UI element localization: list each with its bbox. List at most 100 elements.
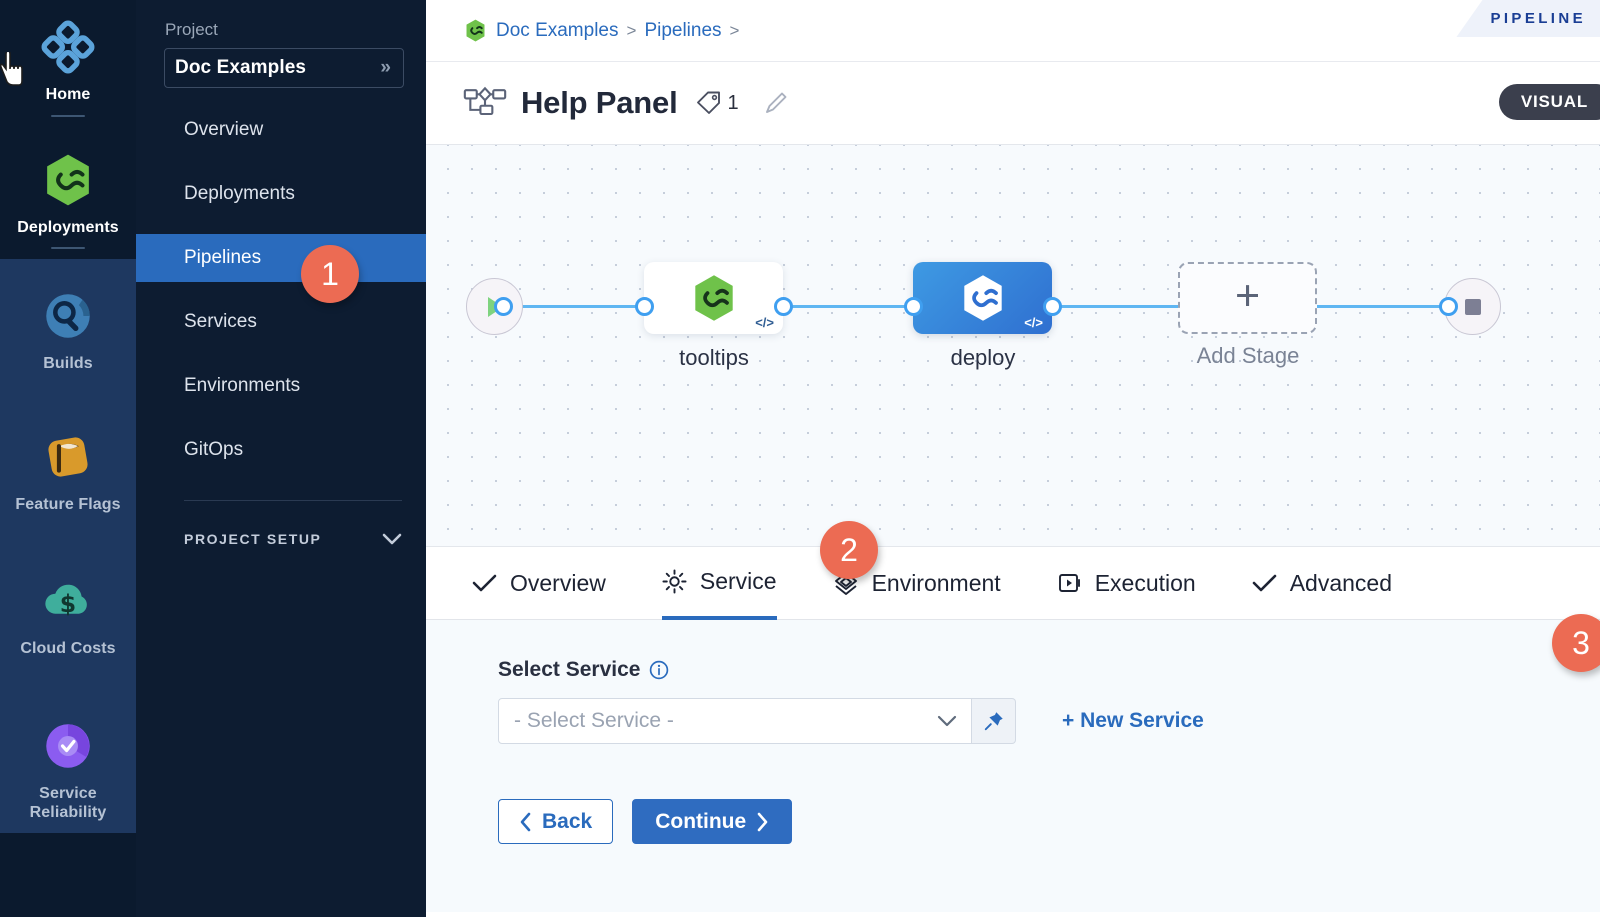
stage-node-deploy[interactable]: </> — [913, 262, 1052, 334]
module-rail: Home Deployments Builds — [0, 0, 136, 917]
project-name: Doc Examples — [175, 57, 307, 78]
pin-variable-button[interactable] — [972, 698, 1016, 744]
port-start-out[interactable] — [494, 297, 513, 316]
project-setup-label: PROJECT SETUP — [184, 531, 322, 547]
main-content: Doc Examples > Pipelines > PIPELINE Help… — [426, 0, 1600, 917]
page-title: Help Panel — [521, 85, 678, 120]
rail-item-label: Feature Flags — [15, 495, 121, 513]
service-reliability-icon — [46, 723, 90, 768]
tab-label: Advanced — [1289, 569, 1393, 596]
sidebar-item-label: Environments — [184, 375, 301, 396]
breadcrumb-link-pipelines[interactable]: Pipelines — [644, 19, 722, 41]
service-select-input[interactable]: - Select Service - — [498, 698, 972, 744]
continue-button[interactable]: Continue — [632, 799, 793, 844]
chevron-left-icon — [520, 812, 531, 831]
callout-badge-2: 2 — [820, 521, 878, 579]
sidebar-item-label: GitOps — [184, 439, 244, 460]
harness-white-hex-icon — [963, 275, 1002, 321]
breadcrumb-separator: > — [626, 20, 637, 40]
rail-item-deployments[interactable]: Deployments — [0, 126, 136, 260]
stage-node-tooltips[interactable]: </> — [644, 262, 783, 334]
tab-advanced[interactable]: Advanced — [1252, 547, 1392, 620]
home-grid-icon — [41, 20, 95, 74]
project-setup-section[interactable]: PROJECT SETUP — [136, 531, 426, 547]
continue-button-label: Continue — [655, 809, 747, 833]
back-button-label: Back — [542, 809, 593, 833]
tab-overview[interactable]: Overview — [472, 547, 606, 620]
sidebar-item-deployments[interactable]: Deployments — [136, 170, 426, 218]
breadcrumb-separator: > — [729, 20, 740, 40]
new-service-link[interactable]: + New Service — [1062, 709, 1204, 732]
stage-code-tag: </> — [755, 315, 774, 330]
tab-label: Service — [699, 567, 777, 594]
gear-icon — [662, 568, 687, 594]
connector-deploy-to-addstage — [1054, 305, 1194, 308]
callout-badge-1: 1 — [301, 245, 359, 303]
sidebar-item-pipelines[interactable]: Pipelines — [136, 234, 426, 282]
pencil-edit-icon[interactable] — [761, 88, 791, 118]
connector-start-to-tooltips — [504, 305, 652, 308]
callout-number: 2 — [840, 531, 858, 568]
project-selector[interactable]: Doc Examples » — [164, 48, 404, 88]
plus-icon: + — [1234, 271, 1261, 320]
mode-badge-visual[interactable]: VISUAL — [1498, 84, 1600, 120]
connector-addstage-to-end — [1316, 305, 1461, 308]
tag-icon[interactable] — [694, 88, 724, 118]
info-circle-icon[interactable] — [649, 660, 669, 680]
tab-execution[interactable]: Execution — [1057, 547, 1196, 620]
callout-badge-3: 3 — [1552, 614, 1600, 672]
check-icon — [1252, 573, 1277, 593]
connector-tooltips-to-deploy — [782, 305, 922, 308]
callout-number: 1 — [321, 255, 339, 292]
cloud-costs-icon: $ — [45, 584, 87, 618]
port-deploy-out[interactable] — [1043, 297, 1062, 316]
mode-badge-label: VISUAL — [1520, 92, 1588, 111]
pin-icon — [984, 712, 1003, 731]
rail-item-builds[interactable]: Builds — [0, 259, 136, 396]
tab-label: Overview — [510, 569, 606, 596]
form-button-row: Back Continue — [498, 799, 1600, 844]
rail-item-home[interactable]: Home — [0, 0, 136, 127]
rail-item-feature-flags[interactable]: Feature Flags — [0, 395, 136, 541]
add-stage-button[interactable]: + — [1178, 262, 1317, 334]
port-deploy-in[interactable] — [904, 297, 923, 316]
pipeline-title-bar: Help Panel 1 VISUAL — [426, 62, 1600, 145]
tab-service[interactable]: Service — [661, 547, 777, 620]
breadcrumb: Doc Examples > Pipelines > PIPELINE — [426, 0, 1600, 62]
chevron-double-right-icon: » — [380, 57, 390, 78]
sidebar-item-environments[interactable]: Environments — [136, 362, 426, 410]
project-section-label: Project — [165, 20, 218, 39]
service-config-form: Select Service - Select Service - — [426, 614, 1600, 912]
pipeline-diagram-icon — [463, 86, 507, 116]
sidebar-item-gitops[interactable]: GitOps — [136, 426, 426, 474]
tab-label: Execution — [1094, 569, 1196, 596]
service-select-value: - Select Service - — [514, 709, 674, 732]
port-tooltips-in[interactable] — [635, 297, 654, 316]
add-stage-label: Add Stage — [1196, 343, 1300, 368]
builds-icon — [46, 294, 90, 338]
ribbon-label: PIPELINE — [1490, 10, 1586, 27]
chevron-down-icon — [937, 715, 957, 726]
port-tooltips-out[interactable] — [774, 297, 793, 316]
rail-item-label: Home — [45, 86, 91, 103]
select-service-row: - Select Service - + New Service 3 — [498, 614, 1600, 744]
sidebar-item-services[interactable]: Services — [136, 298, 426, 346]
breadcrumb-link-project[interactable]: Doc Examples — [496, 19, 619, 41]
rail-item-label: Cloud Costs — [20, 640, 116, 658]
stage-label-tooltips: tooltips — [679, 345, 749, 370]
rail-item-service-reliability[interactable]: Service Reliability — [0, 684, 136, 833]
pipeline-corner-ribbon: PIPELINE — [1456, 0, 1600, 37]
check-icon — [472, 573, 497, 593]
rail-item-cloud-costs[interactable]: $ Cloud Costs — [0, 540, 136, 685]
feature-flags-icon — [48, 436, 88, 477]
stop-square-icon — [1464, 298, 1481, 315]
sidebar-item-overview[interactable]: Overview — [136, 106, 426, 154]
sidebar-item-label: Services — [184, 311, 257, 332]
port-end-in[interactable] — [1439, 297, 1458, 316]
play-box-icon — [1057, 571, 1082, 595]
pipeline-canvas[interactable]: </> tooltips </> deploy + Add Stage — [426, 145, 1600, 547]
back-button[interactable]: Back — [498, 799, 614, 844]
sidebar-item-label: Deployments — [184, 183, 295, 204]
tab-environment[interactable]: Environment — [833, 547, 1001, 620]
